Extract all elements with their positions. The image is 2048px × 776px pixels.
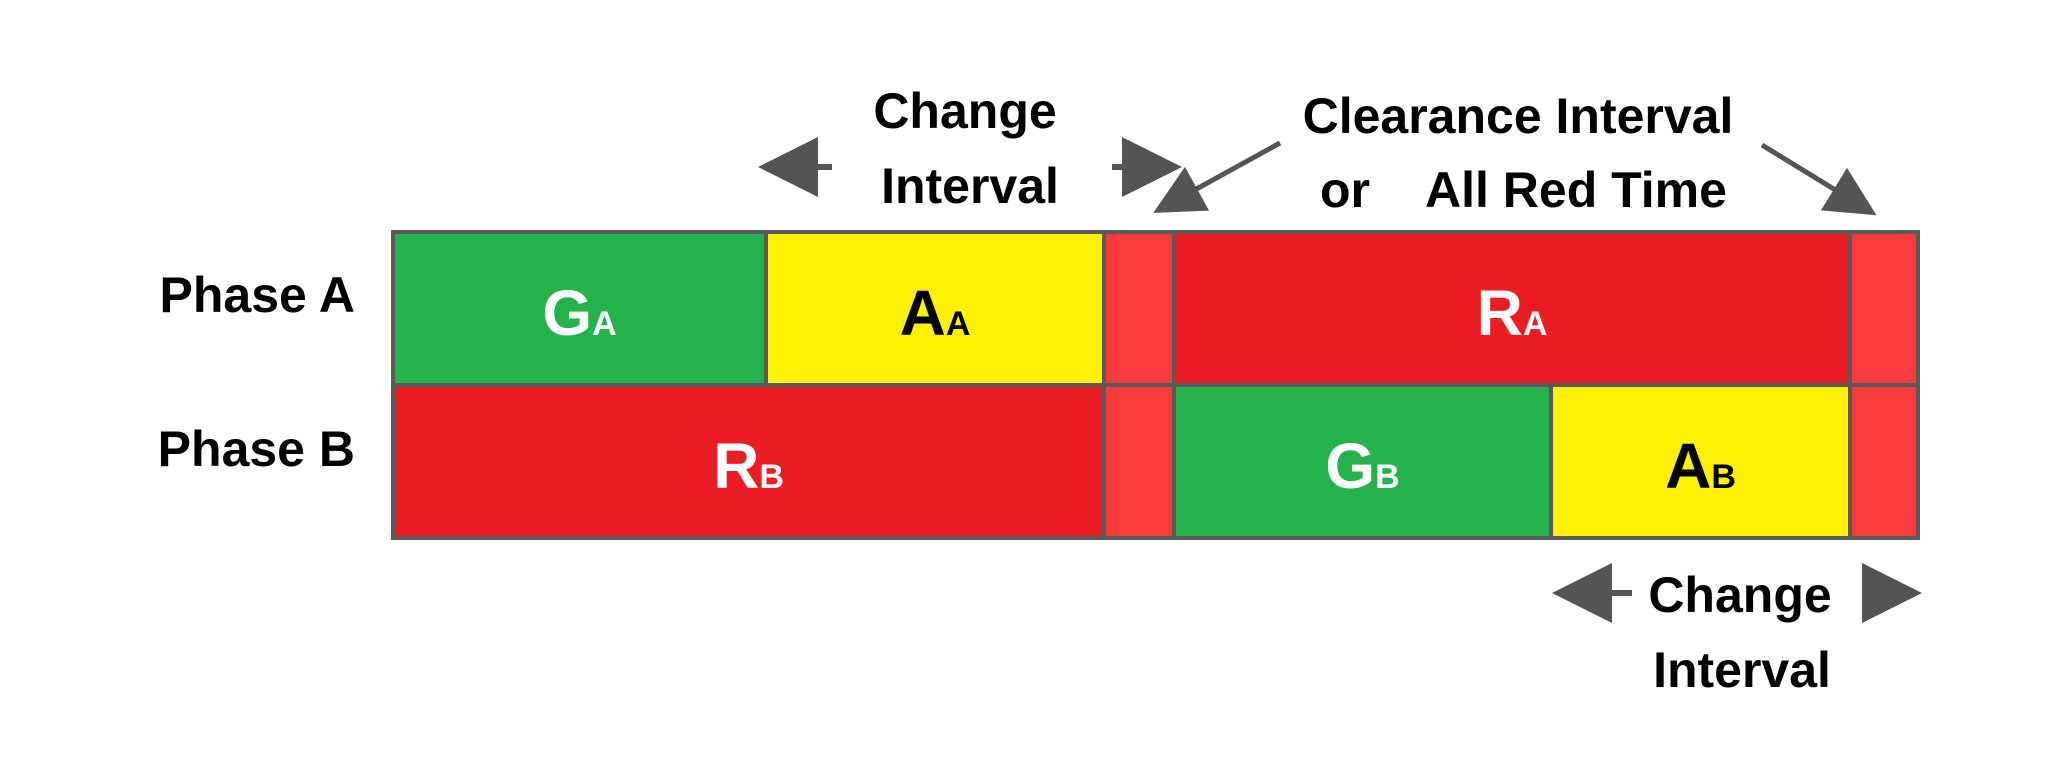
cell-aa-label: AA	[900, 277, 971, 349]
grid-outer-border	[391, 230, 1920, 540]
clearance-interval-line1: Clearance Interval	[1303, 88, 1734, 144]
cell-ab	[1549, 383, 1852, 540]
phase-a-label: Phase A	[160, 267, 355, 323]
diagonal-arrow-right-icon	[1760, 142, 1877, 216]
cell-ra	[1172, 230, 1852, 387]
all-red-time-text: All Red Time	[1425, 162, 1727, 218]
cell-rb-label: RB	[713, 430, 784, 502]
change-interval-bottom-line1: Change	[1648, 567, 1831, 623]
cell-ab-label: AB	[1665, 430, 1736, 502]
all-red-cell	[1848, 383, 1920, 540]
change-interval-bottom-annotation: Change Interval	[1552, 563, 1922, 698]
change-interval-top-line1: Change	[873, 83, 1056, 139]
cell-ga-label: GA	[542, 277, 616, 349]
change-interval-bottom-line2: Interval	[1653, 642, 1831, 698]
diagonal-arrow-left-icon	[1153, 140, 1282, 213]
clearance-or-text: or	[1320, 162, 1370, 218]
phase-grid: GA AA RA RB GB AB	[391, 230, 1920, 540]
phase-b-label: Phase B	[158, 421, 355, 477]
cell-gb-label: GB	[1325, 430, 1399, 502]
all-red-cell	[1102, 230, 1176, 387]
cell-ra-label: RA	[1477, 277, 1548, 349]
all-red-cell	[1848, 230, 1920, 387]
change-interval-top-line2: Interval	[881, 158, 1059, 214]
all-red-cell	[1102, 383, 1176, 540]
clearance-interval-annotation: Clearance Interval or All Red Time	[1153, 88, 1877, 218]
change-interval-top-annotation: Change Interval	[758, 83, 1182, 214]
